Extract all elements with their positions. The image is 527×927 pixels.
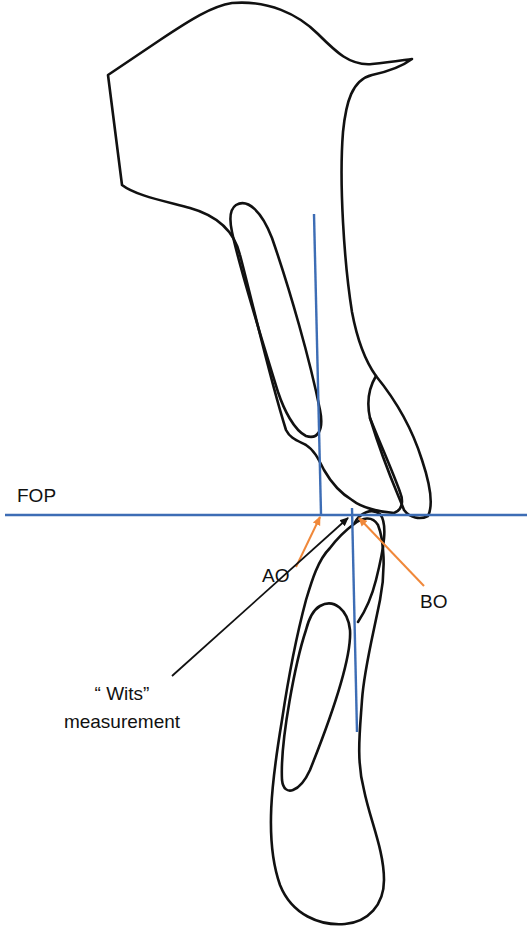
bo-leader [359, 518, 424, 586]
wits-leader [172, 518, 348, 676]
point-label: BO [420, 588, 447, 616]
lower-incisor-root [282, 603, 350, 790]
ao-leader [296, 517, 320, 567]
maxilla-outline [108, 3, 412, 513]
point-label: AO [262, 562, 289, 590]
functional-occlusal-plane [5, 514, 527, 516]
maxillary-perpendicular [314, 214, 321, 514]
upper-incisor-root [230, 203, 321, 437]
plane-label: FOP [17, 482, 56, 510]
measurement-label: “ Wits” measurement [52, 680, 192, 735]
upper-incisor-crown [370, 376, 431, 518]
mandibular-perpendicular [352, 508, 357, 732]
